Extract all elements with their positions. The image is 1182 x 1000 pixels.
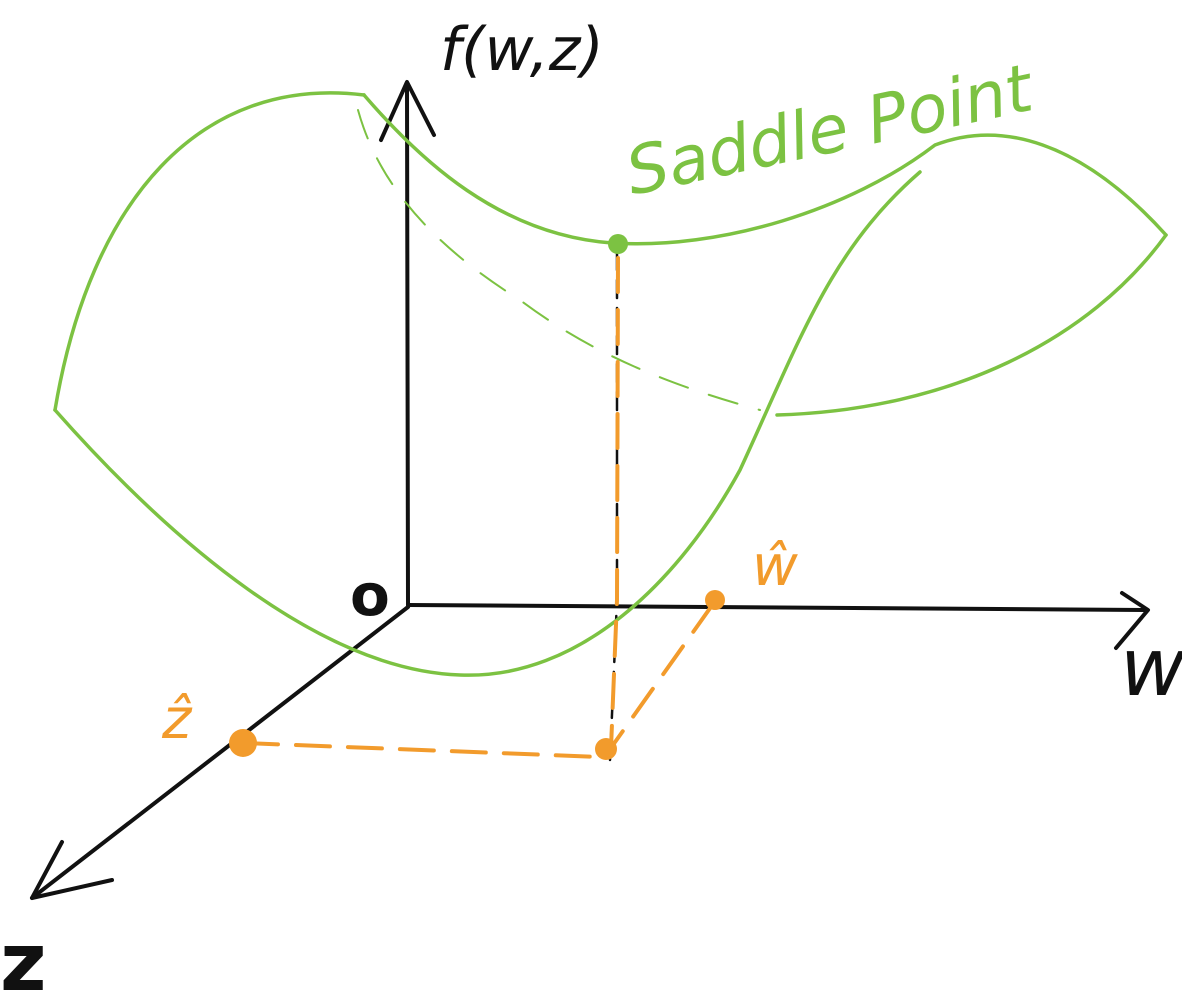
w-hat-marker bbox=[705, 590, 725, 610]
f-axis-arrowhead bbox=[379, 80, 436, 142]
f-axis-label: f(w,z) bbox=[440, 15, 604, 85]
saddle-surface bbox=[53, 91, 1168, 677]
w-axis-arrowhead bbox=[1114, 591, 1150, 650]
surface-right-edge bbox=[775, 233, 1168, 417]
f-axis bbox=[405, 86, 410, 607]
origin-label: o bbox=[350, 561, 390, 629]
z-axis-arrowhead bbox=[30, 840, 114, 900]
surface-front-edge bbox=[53, 170, 922, 677]
w-hat-projection bbox=[606, 602, 715, 754]
surface-left-edge bbox=[53, 91, 366, 412]
z-axis bbox=[30, 605, 410, 900]
w-axis-label: w bbox=[1120, 621, 1182, 714]
vertical-projection bbox=[609, 256, 620, 750]
z-hat-marker bbox=[229, 729, 257, 757]
z-hat-label: ẑ bbox=[161, 687, 193, 752]
surface-hidden-curve bbox=[357, 109, 761, 411]
w-axis bbox=[406, 603, 1148, 612]
w-hat-label: ŵ bbox=[752, 534, 798, 599]
z-axis-label: z bbox=[0, 916, 47, 1000]
projection-corner-marker bbox=[595, 738, 617, 760]
z-hat-projection bbox=[242, 741, 602, 759]
saddle-point-label: Saddle Point bbox=[619, 49, 1040, 210]
labels: f(w,z) w z o Saddle Point ŵ ẑ bbox=[0, 15, 1182, 1000]
surface-back-edge bbox=[362, 93, 1168, 246]
projection-guides bbox=[229, 256, 725, 760]
saddle-point-marker bbox=[608, 234, 628, 254]
axes bbox=[30, 80, 1150, 900]
